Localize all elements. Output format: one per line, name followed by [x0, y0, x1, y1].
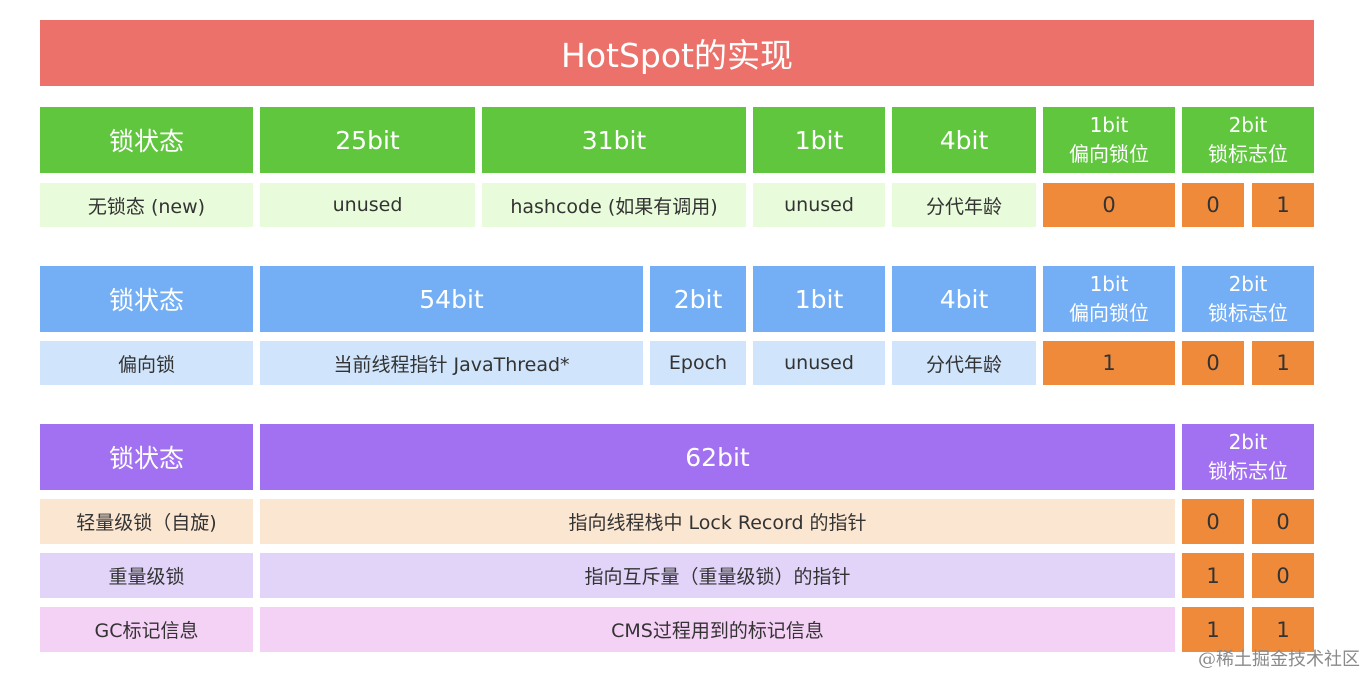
header-flag-size: 2bit — [1228, 272, 1268, 296]
cell-content: 指向互斥量（重量级锁）的指针 — [260, 553, 1175, 598]
header-1bit: 1bit — [753, 107, 885, 173]
header-biased-lock-bit: 1bit 偏向锁位 — [1043, 107, 1175, 173]
cell-age: 分代年龄 — [892, 183, 1036, 227]
header-flag-size: 2bit — [1228, 430, 1268, 454]
header-lock-state: 锁状态 — [40, 424, 253, 490]
cell-unused: unused — [260, 183, 475, 227]
header-flag-label: 锁标志位 — [1208, 142, 1288, 166]
cell-flag-bit: 0 — [1252, 553, 1314, 598]
cell-flag-bit: 1 — [1252, 607, 1314, 652]
header-lock-flag: 2bit 锁标志位 — [1182, 424, 1314, 490]
header-flag-label: 锁标志位 — [1208, 459, 1288, 483]
header-4bit: 4bit — [892, 107, 1036, 173]
cell-state: 重量级锁 — [40, 553, 253, 598]
cell-state: 偏向锁 — [40, 341, 253, 385]
header-31bit: 31bit — [482, 107, 746, 173]
header-biased-label: 偏向锁位 — [1069, 301, 1149, 325]
watermark: @稀土掘金技术社区 — [1198, 649, 1360, 670]
cell-biased-bit: 0 — [1043, 183, 1175, 227]
header-54bit: 54bit — [260, 266, 643, 332]
header-4bit: 4bit — [892, 266, 1036, 332]
cell-flag-bit: 1 — [1182, 553, 1244, 598]
header-biased-lock-bit: 1bit 偏向锁位 — [1043, 266, 1175, 332]
header-25bit: 25bit — [260, 107, 475, 173]
cell-thread-pointer: 当前线程指针 JavaThread* — [260, 341, 643, 385]
cell-flag-bit: 1 — [1182, 607, 1244, 652]
header-lock-state: 锁状态 — [40, 107, 253, 173]
header-1bit: 1bit — [753, 266, 885, 332]
page-title: HotSpot的实现 — [40, 20, 1314, 86]
header-lock-state: 锁状态 — [40, 266, 253, 332]
header-lock-flag: 2bit 锁标志位 — [1182, 266, 1314, 332]
cell-flag-bit: 1 — [1252, 341, 1314, 385]
header-2bit: 2bit — [650, 266, 746, 332]
cell-flag-bit: 0 — [1182, 341, 1244, 385]
cell-state: 轻量级锁（自旋) — [40, 499, 253, 544]
cell-hashcode: hashcode (如果有调用) — [482, 183, 746, 227]
cell-flag-bit: 1 — [1252, 183, 1314, 227]
cell-flag-bit: 0 — [1182, 499, 1244, 544]
header-biased-label: 偏向锁位 — [1069, 142, 1149, 166]
cell-unused: unused — [753, 341, 885, 385]
cell-content: CMS过程用到的标记信息 — [260, 607, 1175, 652]
header-flag-size: 2bit — [1228, 113, 1268, 137]
cell-state: 无锁态 (new) — [40, 183, 253, 227]
cell-epoch: Epoch — [650, 341, 746, 385]
cell-content: 指向线程栈中 Lock Record 的指针 — [260, 499, 1175, 544]
header-flag-label: 锁标志位 — [1208, 301, 1288, 325]
header-biased-size: 1bit — [1089, 272, 1129, 296]
cell-state: GC标记信息 — [40, 607, 253, 652]
header-62bit: 62bit — [260, 424, 1175, 490]
cell-flag-bit: 0 — [1252, 499, 1314, 544]
cell-biased-bit: 1 — [1043, 341, 1175, 385]
cell-unused: unused — [753, 183, 885, 227]
cell-flag-bit: 0 — [1182, 183, 1244, 227]
header-lock-flag: 2bit 锁标志位 — [1182, 107, 1314, 173]
header-biased-size: 1bit — [1089, 113, 1129, 137]
cell-age: 分代年龄 — [892, 341, 1036, 385]
